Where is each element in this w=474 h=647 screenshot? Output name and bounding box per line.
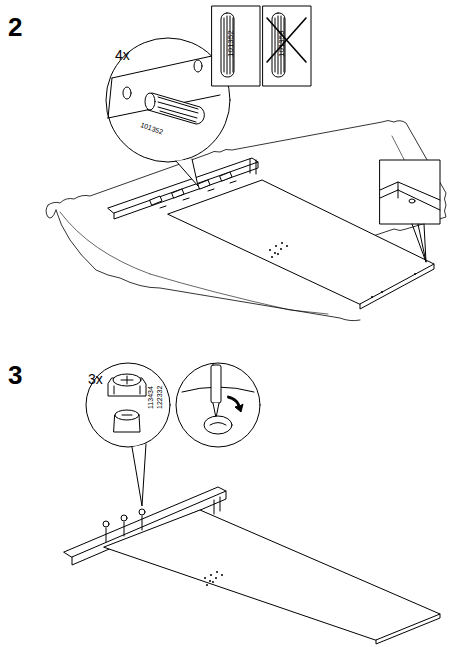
part-number: 101352: [227, 30, 235, 57]
callout-pointer: [176, 159, 198, 186]
part-number: 113434: [147, 386, 154, 409]
cam-lock-top: [204, 416, 232, 434]
callout-circle: [86, 363, 170, 447]
cross-mark: [267, 18, 306, 62]
hole: [194, 60, 202, 72]
panel-holes: [269, 242, 416, 298]
part-number: 122332: [156, 386, 163, 409]
panel: [104, 510, 440, 644]
step-number: 3: [8, 362, 22, 388]
panel-holes: [204, 571, 223, 586]
part-box: [212, 6, 260, 86]
hole: [409, 199, 415, 203]
quantity-label: 3x: [88, 372, 103, 386]
carpet-fringe: [60, 136, 434, 314]
dowel-closeup: [145, 93, 204, 124]
callout-circle: [176, 363, 260, 447]
carpet: [46, 121, 446, 321]
step-number: 2: [8, 14, 22, 40]
cam-lock-icon: [108, 374, 146, 432]
hole: [123, 87, 131, 99]
part-number: 101352: [140, 121, 164, 136]
callout-pointer: [132, 444, 146, 506]
detail-box: [380, 160, 440, 224]
quantity-label: 4x: [115, 48, 130, 62]
rail-end: [214, 497, 220, 514]
detail-board: [380, 182, 440, 210]
rail-end: [250, 159, 256, 174]
leader-line: [106, 516, 142, 542]
dowel-icon: [221, 13, 285, 77]
part-box: [263, 6, 311, 86]
turn-arrow: [228, 396, 243, 412]
callout-pointer: [412, 224, 426, 262]
callout-circle: [106, 38, 230, 162]
part-number: 101359: [278, 30, 286, 57]
screwdriver: [211, 365, 221, 418]
